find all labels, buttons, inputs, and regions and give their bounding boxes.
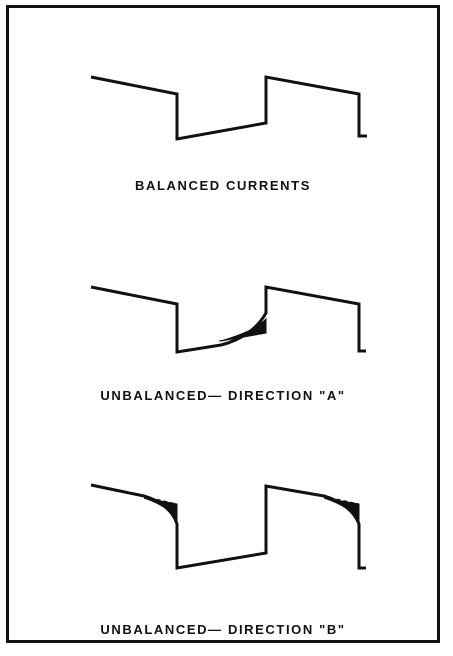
caption-unbalanced-a: UNBALANCED— DIRECTION "A" xyxy=(100,388,346,403)
panel-balanced: BALANCED CURRENTS xyxy=(9,8,437,208)
caption-unbalanced-b: UNBALANCED— DIRECTION "B" xyxy=(100,622,346,637)
caption-balanced: BALANCED CURRENTS xyxy=(135,178,311,193)
waveform-trace-a xyxy=(90,285,366,354)
waveform-unbalanced-a xyxy=(90,285,366,354)
panel-unbalanced-a: UNBALANCED— DIRECTION "A" xyxy=(9,208,437,416)
waveform-trace-b xyxy=(90,483,366,570)
waveform-unbalanced-b xyxy=(90,483,366,570)
deviation-region-b-1 xyxy=(143,497,178,522)
panel-unbalanced-b: UNBALANCED— DIRECTION "B" xyxy=(9,416,437,646)
figure-frame: BALANCED CURRENTS UNBALANCED— DIRECTION … xyxy=(6,5,440,643)
waveform-trace-balanced xyxy=(90,75,367,141)
waveform-balanced xyxy=(90,75,367,141)
